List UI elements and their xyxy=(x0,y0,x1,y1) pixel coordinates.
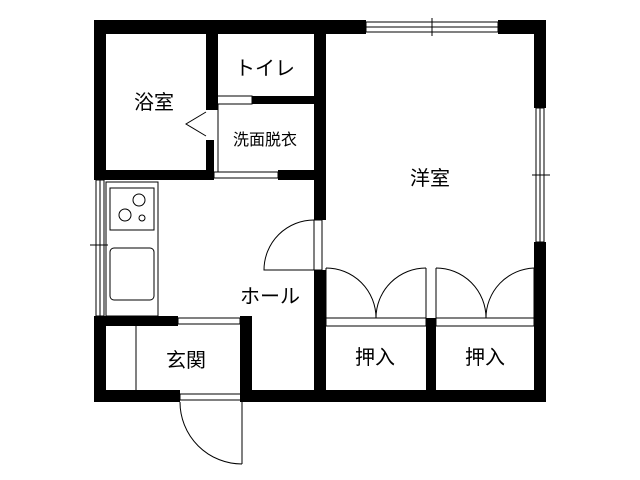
wall-genkan-top xyxy=(94,316,178,326)
wall-bottom-left xyxy=(94,390,180,402)
wall-right-upper xyxy=(534,20,546,108)
wall-top-left xyxy=(94,20,366,34)
room-label-washroom: 洗面脱衣 xyxy=(232,130,298,149)
genkan-step xyxy=(177,317,241,325)
room-label-toilet: トイレ xyxy=(235,56,295,80)
burner-1 xyxy=(132,193,146,207)
wall-bath-bottom xyxy=(94,170,214,180)
room-label-closet-2: 押入 xyxy=(465,345,505,369)
hall-door-jamb xyxy=(313,219,323,271)
wash-door-frame xyxy=(213,95,253,105)
closet-1-threshold xyxy=(325,317,427,327)
hall-door-swing xyxy=(263,219,315,271)
burner-3 xyxy=(138,214,146,222)
room-label-entrance: 玄関 xyxy=(166,348,206,372)
front-door-jamb xyxy=(179,393,243,401)
wall-center-lower xyxy=(314,270,326,402)
wall-bath-wash xyxy=(206,140,214,174)
wash-frame-bottom xyxy=(213,171,279,179)
burner-2 xyxy=(118,208,132,222)
wall-bath-toilet xyxy=(206,20,218,110)
wall-right-lower xyxy=(534,242,546,402)
kitchen-sink xyxy=(109,247,155,301)
room-label-bath: 浴室 xyxy=(134,90,174,114)
closet-2-door-b xyxy=(485,267,535,319)
wall-genkan-right xyxy=(240,316,252,402)
room-label-closet-1: 押入 xyxy=(355,345,395,369)
wall-toilet-wash xyxy=(252,96,322,104)
wall-left-lower xyxy=(94,316,106,402)
closet-2-threshold xyxy=(435,317,535,327)
closet-2-door-a xyxy=(435,267,487,319)
wall-left-upper xyxy=(94,20,106,180)
closet-1-door-a xyxy=(325,267,377,319)
room-label-western-room: 洋室 xyxy=(410,166,450,190)
wall-wash-bottom-right xyxy=(278,170,322,180)
front-door-swing xyxy=(179,401,243,465)
wall-bottom-right xyxy=(242,390,546,402)
wall-closet-divider xyxy=(426,318,436,402)
closet-1-door-b xyxy=(375,267,427,319)
room-label-hall: ホール xyxy=(240,284,300,308)
stove xyxy=(109,187,155,231)
bath-door xyxy=(185,111,207,137)
wall-center-upper xyxy=(314,20,326,220)
kitchen-counter xyxy=(105,181,159,317)
